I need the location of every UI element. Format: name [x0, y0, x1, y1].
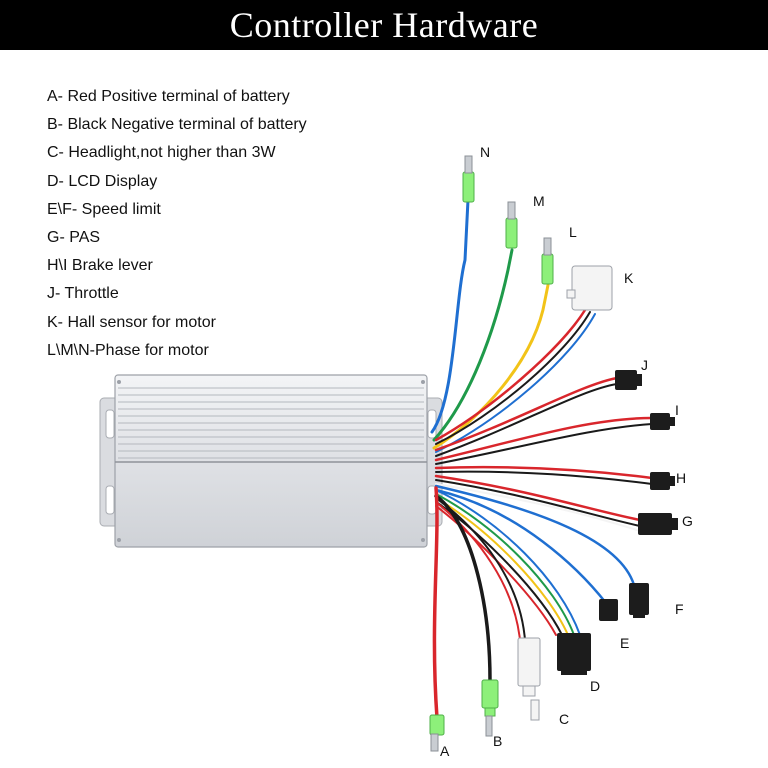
phase-n-connector: [462, 155, 475, 203]
headlight-connector: [517, 637, 541, 721]
wire-lcd-yellow: [435, 497, 569, 636]
label-m: M: [533, 193, 545, 209]
battery-negative-connector: [481, 679, 499, 737]
legend-item-b: B- Black Negative terminal of battery: [47, 116, 307, 134]
wire-battery-negative: [434, 494, 492, 682]
label-f: F: [675, 601, 684, 617]
brake-lever-h-connector: [650, 472, 675, 490]
label-l: L: [569, 224, 577, 240]
speed-limit-e-connector: [599, 599, 618, 621]
wire-phase-n: [430, 198, 470, 434]
wire-lcd-green: [435, 493, 575, 636]
brake-lever-i-connector: [650, 413, 675, 430]
wire-throttle-red: [434, 376, 619, 452]
wire-pas-black: [435, 479, 641, 527]
wire-hall-red: [434, 308, 587, 442]
hall-sensor-connector: [566, 265, 613, 311]
label-b: B: [493, 733, 502, 749]
throttle-connector: [615, 370, 642, 390]
legend-item-a: A- Red Positive terminal of battery: [47, 88, 290, 105]
phase-l-connector: [541, 237, 554, 285]
page-title: Controller Hardware: [229, 5, 539, 45]
wire-pas-white: [435, 483, 641, 532]
wire-brake-h-red: [434, 465, 654, 480]
legend-item-d: D- LCD Display: [47, 172, 158, 190]
battery-positive-connector: [429, 714, 445, 752]
controller-housing: [99, 374, 443, 548]
speed-limit-f-connector: [629, 583, 649, 618]
legend-item-ef: E\F- Speed limit: [47, 200, 161, 218]
label-i: I: [675, 402, 679, 418]
legend-item-hi: H\I Brake lever: [47, 257, 153, 275]
phase-m-connector: [505, 201, 518, 249]
pas-connector: [638, 513, 678, 535]
legend-item-c: C- Headlight,not higher than 3W: [47, 144, 276, 162]
label-h: H: [676, 470, 686, 486]
wire-lcd-blue: [435, 489, 581, 636]
legend-item-j: J- Throttle: [47, 285, 119, 303]
legend-item-lmn: L\M\N-Phase for motor: [47, 341, 209, 359]
label-d: D: [590, 678, 600, 694]
title-bar: Controller Hardware: [0, 0, 768, 50]
wire-brake-i-red: [434, 416, 654, 462]
wire-lcd-red: [435, 505, 557, 636]
wire-speed-f-blue: [434, 484, 636, 587]
wire-hall-black: [435, 311, 591, 445]
wire-throttle-black: [435, 383, 618, 457]
wire-pas-red: [434, 474, 642, 522]
label-j: J: [641, 357, 648, 373]
wire-hall-blue: [435, 313, 596, 453]
mount-hole-left-top: [105, 409, 115, 439]
mount-hole-left-bottom: [105, 485, 115, 515]
legend-item-k: K- Hall sensor for motor: [47, 313, 216, 331]
label-c: C: [559, 711, 569, 727]
label-a: A: [440, 743, 450, 759]
label-g: G: [682, 513, 693, 529]
housing-body: [114, 374, 428, 548]
wire-brake-h-black: [435, 470, 653, 485]
wire-battery-positive: [432, 486, 439, 720]
lcd-display-connector: [557, 633, 591, 675]
label-k: K: [624, 270, 634, 286]
mount-hole-right-top: [427, 409, 437, 439]
label-n: N: [480, 144, 490, 160]
wire-phase-m: [432, 248, 514, 442]
wire-bundle: [430, 198, 654, 720]
legend-list: A- Red Positive terminal of battery B- B…: [47, 83, 307, 365]
label-e: E: [620, 635, 629, 651]
wire-speed-e-blue: [434, 488, 608, 605]
wire-headlight-red: [435, 501, 521, 641]
legend-item-g: G- PAS: [47, 228, 101, 246]
cooling-fins: [118, 387, 424, 459]
wire-brake-i-black: [435, 423, 653, 465]
